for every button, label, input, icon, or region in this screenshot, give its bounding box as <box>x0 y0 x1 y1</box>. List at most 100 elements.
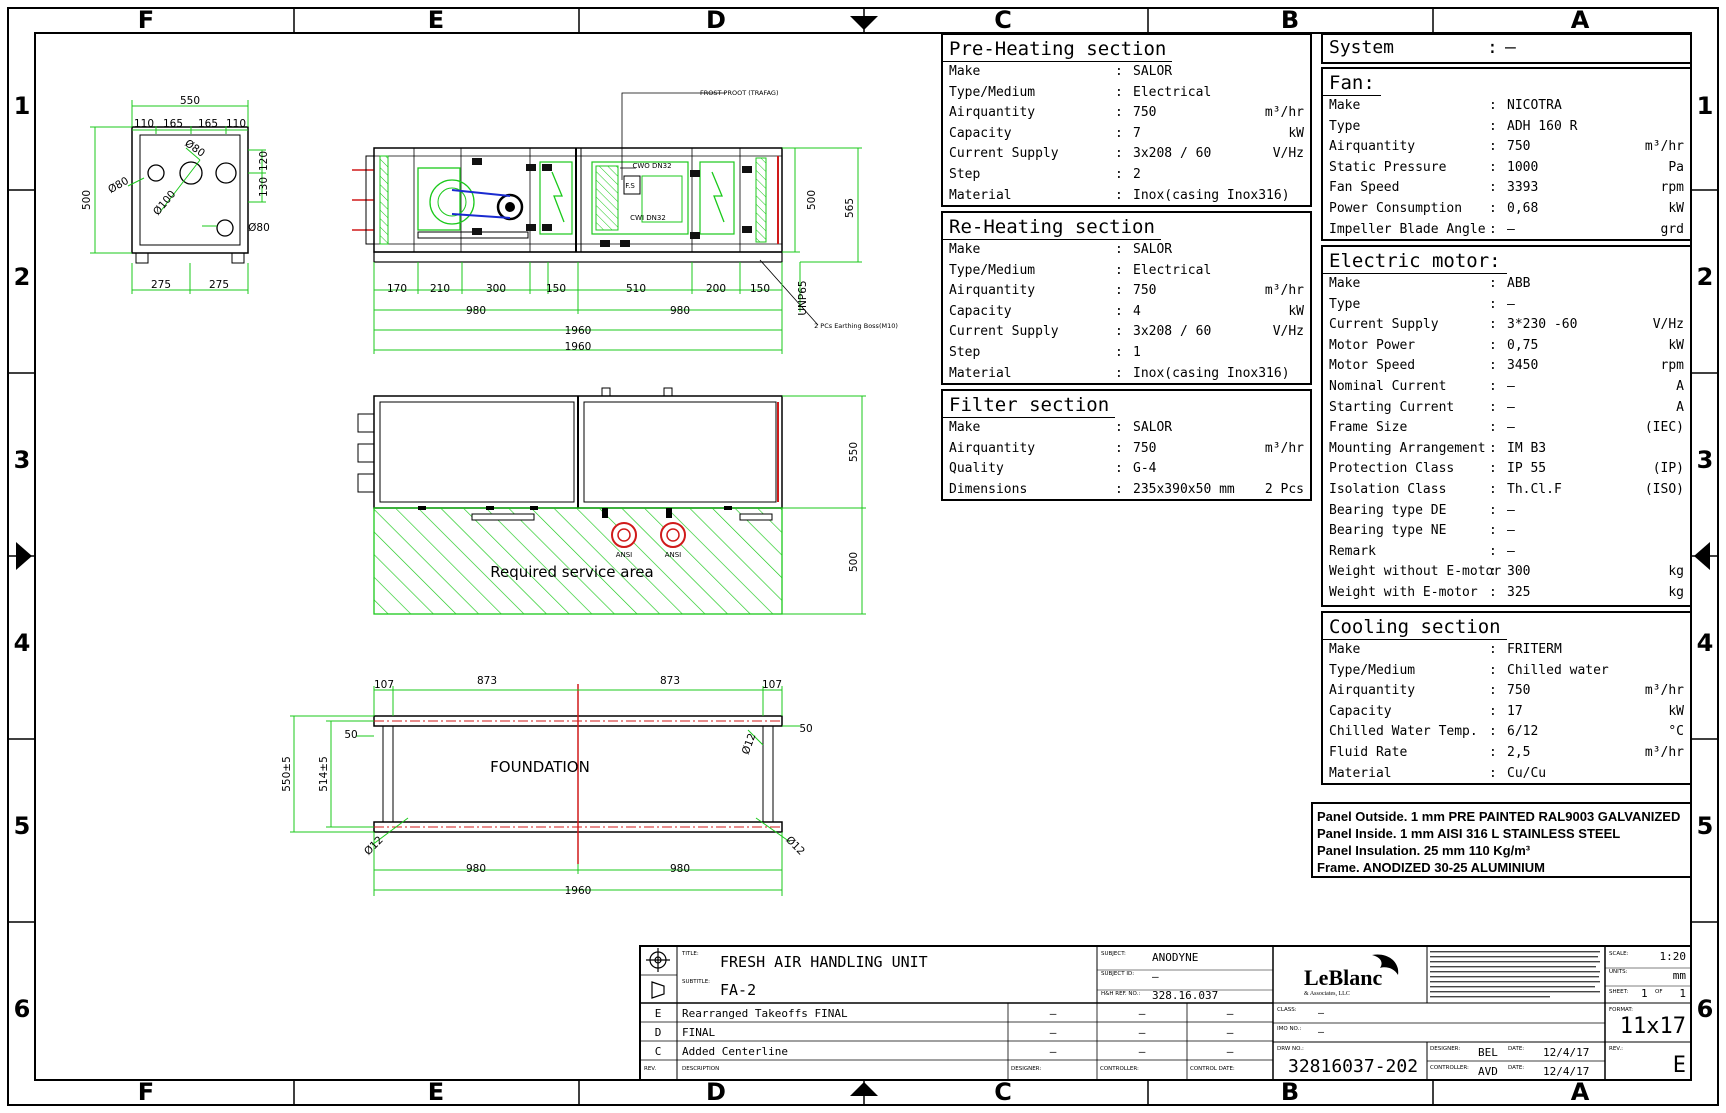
spec-unit: kW <box>1668 200 1684 216</box>
spec-value: 4 <box>1133 303 1141 319</box>
revision-id: C <box>655 1045 662 1058</box>
format-value: 11x17 <box>1620 1014 1686 1039</box>
cooling-coil <box>591 161 689 235</box>
separator: : <box>1489 200 1497 216</box>
spec-value: IM B3 <box>1507 440 1547 456</box>
separator: : <box>1489 523 1497 539</box>
field-label: CONTROLLER: <box>1430 1065 1469 1071</box>
spec-unit <box>1632 661 1684 682</box>
separator: : <box>1115 303 1123 319</box>
zone-number: 4 <box>14 629 31 657</box>
dim-label: 550 <box>848 442 860 462</box>
zone-number: 4 <box>1697 629 1714 657</box>
projection-symbol <box>646 948 670 999</box>
company-logo: LeBlanc <box>1304 965 1382 990</box>
sheet-of-value: 1 <box>1679 987 1686 1000</box>
column-header: DESIGNER: <box>1011 1066 1041 1072</box>
center-arrow-top <box>850 16 878 30</box>
company-logo-sub: & Associates, LLC <box>1304 991 1350 997</box>
filter-title: Filter section <box>943 391 1116 418</box>
spec-value: 3x208 / 60 <box>1133 146 1212 162</box>
spec-label: Protection Class <box>1329 461 1455 477</box>
field-label: REV.: <box>1609 1046 1623 1052</box>
spec-row: Type:– <box>1323 295 1690 316</box>
foundation-view: FOUNDATION 107 873 873 107 50 50 550±5 5… <box>281 675 813 897</box>
zone-number: 5 <box>1697 812 1714 840</box>
spec-label: Type <box>1329 296 1361 312</box>
annotation: UNP65 <box>797 280 809 315</box>
dim-label: Ø80 <box>248 222 270 234</box>
separator: : <box>1489 276 1497 291</box>
separator: : <box>1115 64 1123 79</box>
spec-value: 300 <box>1507 564 1531 580</box>
separator: : <box>1489 461 1497 477</box>
separator: : <box>1115 440 1123 456</box>
dim-label: 500 <box>806 190 818 210</box>
spec-row: Bearing type DE:– <box>1323 501 1690 522</box>
zone-number: 2 <box>1697 263 1714 291</box>
spec-row: Make:FRITERM <box>1323 640 1690 661</box>
zone-letter: D <box>706 6 726 34</box>
pipe-connection <box>611 522 637 548</box>
spec-value: 2,5 <box>1507 744 1531 760</box>
dim-label: 120 <box>258 151 270 171</box>
separator: : <box>1115 344 1123 360</box>
spec-label: Make <box>949 420 981 435</box>
zone-letter: A <box>1571 1078 1590 1106</box>
spec-row: Mounting Arrangement:IM B3 <box>1323 439 1690 460</box>
spec-row: Type/Medium:Chilled water <box>1323 661 1690 682</box>
spec-value: Chilled water <box>1507 662 1609 678</box>
re-heating-title: Re-Heating section <box>943 213 1161 240</box>
spec-unit <box>1632 542 1684 563</box>
spec-value: NICOTRA <box>1507 98 1562 113</box>
separator: : <box>1115 481 1123 497</box>
spec-unit: (IP) <box>1652 461 1684 477</box>
spec-label: Power Consumption <box>1329 200 1463 216</box>
revision-control-date: – <box>1227 1045 1234 1058</box>
spec-row: Make:SALOR <box>943 418 1310 439</box>
spec-label: Capacity <box>1329 703 1392 719</box>
duct-opening <box>179 161 203 185</box>
field-label: FORMAT: <box>1609 1007 1633 1013</box>
spec-label: Fan Speed <box>1329 180 1400 196</box>
pipe-connection <box>660 522 686 548</box>
fan-title: Fan: <box>1323 69 1381 96</box>
dim-label: 565 <box>844 198 856 218</box>
spec-unit: m³/hr <box>1644 744 1684 760</box>
spec-unit: (ISO) <box>1644 481 1684 497</box>
spec-label: Frame Size <box>1329 420 1408 436</box>
spec-unit <box>1244 83 1304 104</box>
dim-label: 1960 <box>565 885 592 897</box>
system-label: System <box>1329 37 1395 58</box>
dim-label: 300 <box>486 283 506 295</box>
dim-label: 873 <box>477 675 497 687</box>
dim-label: 873 <box>660 675 680 687</box>
separator: : <box>1489 724 1497 740</box>
spec-label: Make <box>949 64 981 79</box>
zone-number: 3 <box>14 446 31 474</box>
service-area <box>373 507 783 615</box>
spec-value: 0,75 <box>1507 337 1539 353</box>
spec-value: IP 55 <box>1507 461 1547 477</box>
spec-row: Material:Inox(casing Inox316) <box>943 364 1310 385</box>
zone-number: 2 <box>14 263 31 291</box>
spec-value: – <box>1507 543 1515 559</box>
spec-row: Type:ADH 160 R <box>1323 117 1690 138</box>
dim-label: 500 <box>848 552 860 572</box>
separator: : <box>1489 358 1497 374</box>
dim-label: 107 <box>374 679 394 691</box>
separator: : <box>1489 564 1497 580</box>
spec-label: Make <box>1329 642 1361 657</box>
spec-label: Chilled Water Temp. <box>1329 724 1478 740</box>
spec-row: Type/Medium:Electrical <box>943 261 1310 282</box>
revision-control-date: – <box>1227 1026 1234 1039</box>
base-frame <box>373 251 783 263</box>
field-label: TITLE: <box>681 951 699 957</box>
spec-value: G-4 <box>1133 461 1157 477</box>
separator: : <box>1489 765 1497 781</box>
